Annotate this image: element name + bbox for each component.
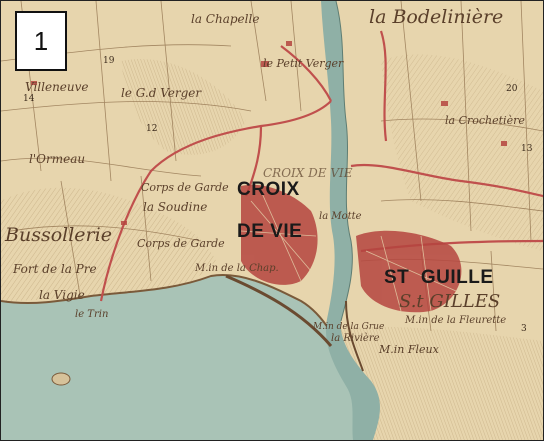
place-la-soudine: la Soudine <box>143 200 207 214</box>
panel-number-box: 1 <box>15 11 67 71</box>
place-la-bodeliniere: la Bodelinière <box>369 6 503 28</box>
map-numbers: 19 14 12 20 13 3 <box>23 56 533 334</box>
place-la-vigie: la Vigie <box>39 288 85 302</box>
spot-height-14: 14 <box>23 94 35 104</box>
place-le-grand-verger: le G.d Verger <box>121 86 202 100</box>
place-moulin-fleux: M.in Fleux <box>378 343 440 356</box>
sea <box>1 275 363 440</box>
spot-height-13: 13 <box>521 144 533 154</box>
place-l-ormeau: l'Ormeau <box>29 152 85 166</box>
place-la-chapelle: la Chapelle <box>191 12 259 26</box>
spot-height-20: 20 <box>506 84 518 94</box>
settlements <box>31 41 507 313</box>
place-croix-de-vie-map: CROIX DE VIE <box>263 166 353 180</box>
label-croix: CROIX <box>237 179 300 200</box>
place-bussollerie: Bussollerie <box>4 224 112 246</box>
hill-hatching-north <box>121 59 246 155</box>
place-villeneuve: Villeneuve <box>25 80 89 94</box>
place-moulin-gruas: M.in de la Grue <box>312 322 384 332</box>
place-le-trin: le Trin <box>75 309 108 320</box>
label-st-guille: ST GUILLE <box>384 267 494 288</box>
river <box>321 1 380 440</box>
place-corps-de-garde-2: Corps de Garde <box>137 237 225 250</box>
place-moulin-chapelle: M.in de la Chap. <box>194 263 279 274</box>
jetty-west <box>225 274 333 347</box>
spot-height-3: 3 <box>521 324 527 334</box>
place-corps-de-garde-1: Corps de Garde <box>141 181 229 194</box>
spot-height-19: 19 <box>103 56 115 66</box>
place-moulin-fleurette: M.in de la Fleurette <box>404 315 506 326</box>
place-la-motte: la Motte <box>319 211 362 222</box>
spot-height-12: 12 <box>146 124 157 134</box>
place-fort-de-la-pre: Fort de la Pre <box>12 262 97 276</box>
place-la-crochetiere: la Crochetière <box>445 114 525 127</box>
hill-hatching-southeast <box>331 326 543 440</box>
place-la-riviere: la Rivière <box>331 333 380 344</box>
hill-hatching-west <box>1 187 216 301</box>
town-grid <box>240 190 457 312</box>
islet <box>51 372 71 386</box>
place-le-petit-verger: le Petit Verger <box>263 57 344 70</box>
map-place-names: la Chapelle la Bodelinière le Petit Verg… <box>4 6 525 356</box>
place-st-gilles: S.t GILLES <box>399 291 500 312</box>
hill-hatching-east <box>381 54 543 251</box>
label-de-vie: DE VIE <box>237 221 303 242</box>
jetty-east <box>345 300 364 372</box>
river-bank <box>335 1 353 322</box>
